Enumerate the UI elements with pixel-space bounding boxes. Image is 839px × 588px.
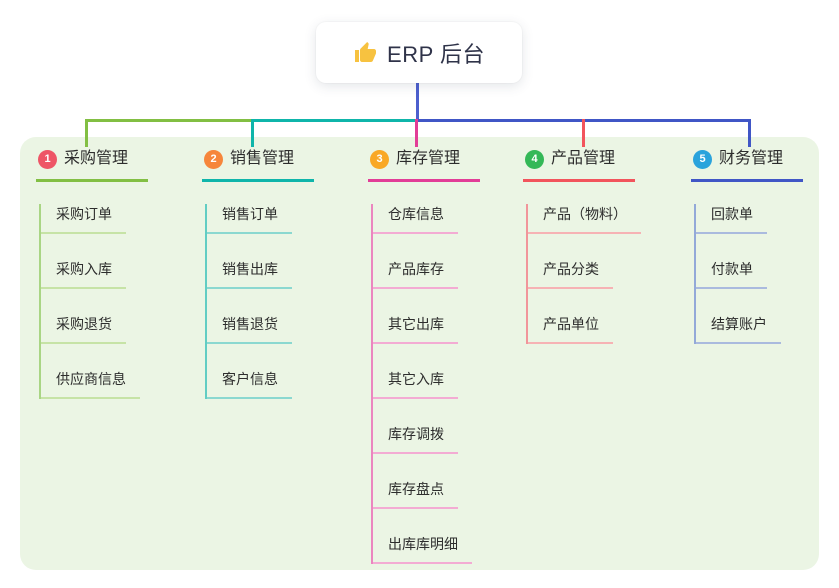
child-row: 出库库明细 — [373, 534, 480, 564]
child-row: 销售退货 — [207, 314, 314, 344]
branch-children: 回款单付款单结算账户 — [694, 204, 803, 344]
branch-number-badge: 2 — [204, 149, 223, 169]
child-row: 仓库信息 — [373, 204, 480, 234]
branch-drop-5 — [748, 119, 751, 147]
root-node-erp[interactable]: ERP 后台 — [316, 22, 522, 83]
child-node-产品分类[interactable]: 产品分类 — [528, 259, 613, 289]
child-node-库存调拨[interactable]: 库存调拨 — [373, 424, 458, 454]
child-row: 客户信息 — [207, 369, 314, 399]
mindmap-panel — [20, 137, 819, 570]
child-node-供应商信息[interactable]: 供应商信息 — [41, 369, 140, 399]
child-row: 产品分类 — [528, 259, 641, 289]
child-node-出库库明细[interactable]: 出库库明细 — [373, 534, 472, 564]
child-node-采购入库[interactable]: 采购入库 — [41, 259, 126, 289]
branch-库存管理: 3 库存管理仓库信息产品库存其它出库其它入库库存调拨库存盘点出库库明细 — [368, 146, 480, 564]
branch-node-产品管理[interactable]: 4 产品管理 — [523, 146, 635, 182]
child-row: 销售出库 — [207, 259, 314, 289]
child-node-采购订单[interactable]: 采购订单 — [41, 204, 126, 234]
connector-segment-1 — [85, 119, 253, 122]
child-row: 采购订单 — [41, 204, 148, 234]
child-node-采购退货[interactable]: 采购退货 — [41, 314, 126, 344]
branch-node-财务管理[interactable]: 5 财务管理 — [691, 146, 803, 182]
branch-销售管理: 2 销售管理销售订单销售出库销售退货客户信息 — [202, 146, 314, 399]
branch-node-销售管理[interactable]: 2 销售管理 — [202, 146, 314, 182]
child-node-产品库存[interactable]: 产品库存 — [373, 259, 458, 289]
branch-产品管理: 4 产品管理产品（物料） 产品分类产品单位 — [523, 146, 641, 344]
branch-财务管理: 5 财务管理回款单付款单结算账户 — [691, 146, 803, 344]
child-row: 库存调拨 — [373, 424, 480, 454]
child-node-产品单位[interactable]: 产品单位 — [528, 314, 613, 344]
child-row: 供应商信息 — [41, 369, 148, 399]
child-row: 采购退货 — [41, 314, 148, 344]
branch-children: 仓库信息产品库存其它出库其它入库库存调拨库存盘点出库库明细 — [371, 204, 480, 564]
child-row: 结算账户 — [696, 314, 803, 344]
thumbs-up-icon — [353, 41, 377, 65]
branch-drop-1 — [85, 119, 88, 147]
branch-label: 产品管理 — [551, 150, 616, 167]
child-row: 产品库存 — [373, 259, 480, 289]
child-node-其它出库[interactable]: 其它出库 — [373, 314, 458, 344]
branch-drop-3 — [415, 119, 418, 147]
branch-label: 财务管理 — [719, 150, 784, 167]
root-title: ERP 后台 — [387, 41, 485, 67]
root-connector-vertical — [416, 83, 419, 122]
branch-children: 采购订单采购入库采购退货供应商信息 — [39, 204, 148, 399]
child-node-付款单[interactable]: 付款单 — [696, 259, 767, 289]
child-node-销售订单[interactable]: 销售订单 — [207, 204, 292, 234]
child-node-其它入库[interactable]: 其它入库 — [373, 369, 458, 399]
child-node-销售退货[interactable]: 销售退货 — [207, 314, 292, 344]
child-node-仓库信息[interactable]: 仓库信息 — [373, 204, 458, 234]
child-row: 产品（物料） — [528, 204, 641, 234]
child-node-结算账户[interactable]: 结算账户 — [696, 314, 781, 344]
branch-number-badge: 4 — [525, 149, 544, 169]
branch-node-库存管理[interactable]: 3 库存管理 — [368, 146, 480, 182]
child-node-客户信息[interactable]: 客户信息 — [207, 369, 292, 399]
child-node-库存盘点[interactable]: 库存盘点 — [373, 479, 458, 509]
branch-number-badge: 1 — [38, 149, 57, 169]
branch-children: 销售订单销售出库销售退货客户信息 — [205, 204, 314, 399]
child-row: 其它出库 — [373, 314, 480, 344]
child-node-回款单[interactable]: 回款单 — [696, 204, 767, 234]
branch-node-采购管理[interactable]: 1 采购管理 — [36, 146, 148, 182]
child-row: 库存盘点 — [373, 479, 480, 509]
branch-label: 采购管理 — [64, 150, 129, 167]
child-row: 回款单 — [696, 204, 803, 234]
branch-drop-4 — [582, 119, 585, 147]
branch-number-badge: 5 — [693, 149, 712, 169]
child-row: 付款单 — [696, 259, 803, 289]
branch-children: 产品（物料） 产品分类产品单位 — [526, 204, 641, 344]
branch-drop-2 — [251, 119, 254, 147]
child-row: 产品单位 — [528, 314, 641, 344]
child-row: 其它入库 — [373, 369, 480, 399]
child-node-销售出库[interactable]: 销售出库 — [207, 259, 292, 289]
branch-采购管理: 1 采购管理采购订单采购入库采购退货供应商信息 — [36, 146, 148, 399]
branch-label: 销售管理 — [230, 150, 295, 167]
branch-number-badge: 3 — [370, 149, 389, 169]
child-row: 销售订单 — [207, 204, 314, 234]
connector-segment-2 — [253, 119, 417, 122]
child-row: 采购入库 — [41, 259, 148, 289]
child-node-产品（物料）[interactable]: 产品（物料） — [528, 204, 641, 234]
branch-label: 库存管理 — [396, 150, 461, 167]
